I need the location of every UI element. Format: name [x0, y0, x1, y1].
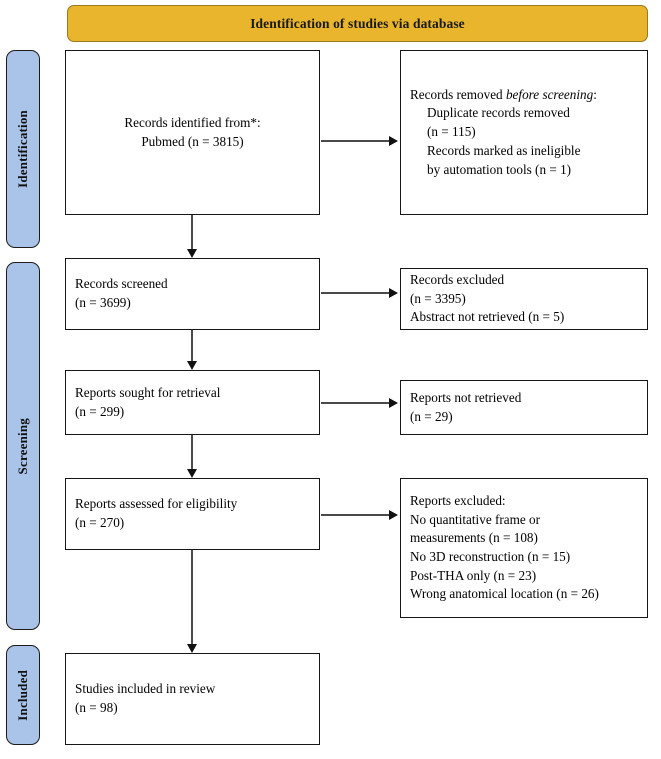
box-reports-assessed: Reports assessed for eligibility (n = 27… [65, 478, 320, 550]
box-records-excluded-line-2: (n = 3395) [410, 290, 466, 306]
box-records-removed-line-2: Duplicate records removed [427, 105, 570, 121]
box-reports-excluded-line-1: Reports excluded: [410, 492, 506, 508]
box-reports-assessed-line-2: (n = 270) [75, 515, 125, 530]
box-records-excluded-line-3: Abstract not retrieved (n = 5) [410, 309, 565, 325]
stage-tab-included: Included [6, 645, 40, 745]
box-reports-excluded-line-5: Post-THA only (n = 23) [410, 567, 537, 583]
stage-tab-included-label: Included [15, 669, 30, 721]
box-reports-excluded-line-6: Wrong anatomical location (n = 26) [410, 586, 599, 602]
stage-tab-screening-label: Screening [15, 417, 30, 475]
box-records-removed-heading-pre: Records removed [410, 86, 506, 102]
header-banner-title: Identification of studies via database [250, 15, 465, 31]
box-records-removed-before-screening: Records removed before screening: Duplic… [400, 50, 648, 215]
box-reports-sought: Reports sought for retrieval (n = 299) [65, 370, 320, 435]
stage-tab-screening: Screening [6, 262, 40, 630]
box-records-screened-line-2: (n = 3699) [75, 295, 131, 310]
box-records-removed-heading: Records removed before screening: [410, 86, 638, 105]
box-reports-excluded: Reports excluded: No quantitative frame … [400, 478, 648, 618]
box-reports-excluded-line-4: No 3D reconstruction (n = 15) [410, 549, 571, 564]
box-records-identified-line-2: Pubmed (n = 3815) [141, 133, 244, 149]
box-reports-assessed-line-1: Reports assessed for eligibility [75, 496, 238, 512]
box-records-screened: Records screened (n = 3699) [65, 258, 320, 330]
box-records-identified-line-1: Records identified from*: [124, 114, 261, 130]
box-reports-not-retrieved-line-1: Reports not retrieved [410, 389, 522, 405]
arrow-down-identified-to-screened [187, 215, 197, 258]
box-records-removed-heading-post: : [593, 86, 597, 102]
box-records-removed-heading-italic: before screening [505, 86, 594, 102]
arrow-down-assessed-to-included [187, 550, 197, 653]
arrow-right-screened-to-excluded [321, 288, 398, 298]
box-records-removed-line-4: Records marked as ineligible [427, 142, 581, 158]
arrow-right-identified-to-removed [321, 136, 398, 146]
stage-tab-identification-label: Identification [15, 110, 30, 188]
box-records-removed-line-5: by automation tools (n = 1) [427, 161, 572, 177]
arrow-down-screened-to-sought [187, 330, 197, 370]
box-records-excluded: Records excluded (n = 3395) Abstract not… [400, 268, 648, 330]
box-records-identified: Records identified from*: Pubmed (n = 38… [65, 50, 320, 215]
box-studies-included: Studies included in review (n = 98) [65, 653, 320, 745]
box-reports-not-retrieved-line-2: (n = 29) [410, 408, 453, 424]
box-reports-excluded-line-3: measurements (n = 108) [410, 530, 538, 546]
header-banner: Identification of studies via database [67, 5, 648, 42]
box-records-screened-line-1: Records screened [75, 276, 168, 292]
box-reports-not-retrieved: Reports not retrieved (n = 29) [400, 380, 648, 435]
arrow-right-sought-to-not-retrieved [321, 398, 398, 408]
arrow-down-sought-to-assessed [187, 435, 197, 478]
box-reports-sought-line-2: (n = 299) [75, 403, 125, 419]
box-studies-included-line-1: Studies included in review [75, 681, 216, 697]
box-reports-excluded-line-2: No quantitative frame or [410, 511, 540, 527]
box-records-removed-line-3: (n = 115) [427, 124, 476, 140]
box-records-excluded-line-1: Records excluded [410, 271, 505, 287]
box-studies-included-line-2: (n = 98) [75, 700, 118, 715]
arrow-right-assessed-to-excluded [321, 510, 398, 520]
stage-tab-identification: Identification [6, 50, 40, 248]
box-reports-sought-line-1: Reports sought for retrieval [75, 384, 221, 400]
